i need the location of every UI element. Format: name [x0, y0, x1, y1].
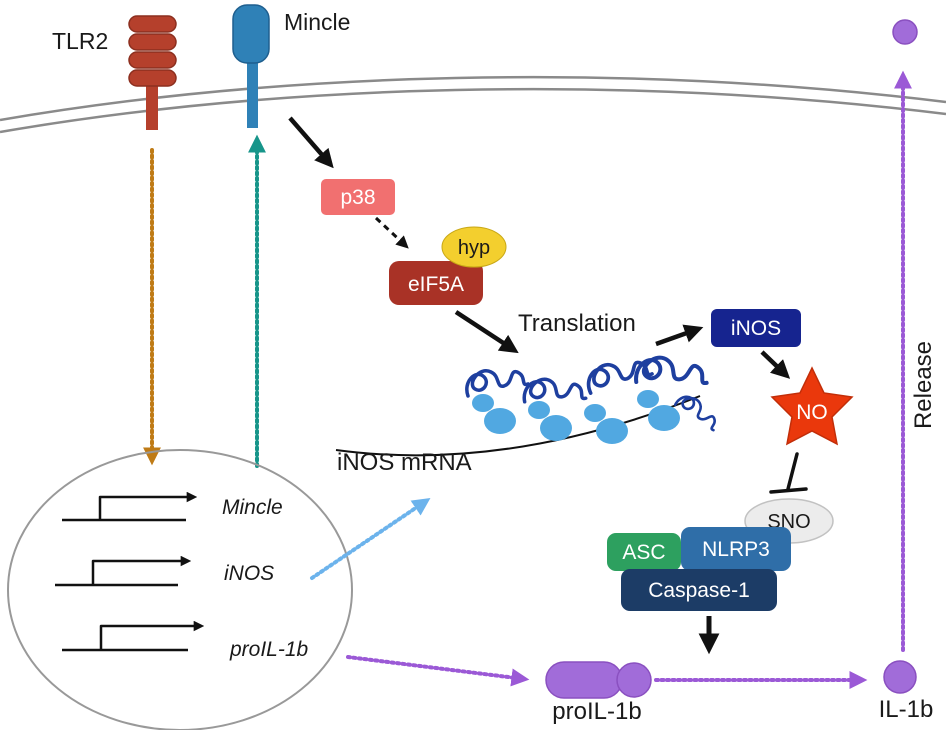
tlr2-domain: [128, 51, 177, 69]
mincle-to-p38-arrow: [288, 116, 334, 169]
tlr2-stem: [146, 82, 158, 130]
ribosome-large-subunit: [648, 405, 680, 431]
no-star: [770, 366, 854, 446]
gene-inos-label: iNOS: [224, 562, 274, 585]
ribosome-large-subunit: [596, 418, 628, 444]
eif5a-label: eIF5A: [408, 273, 464, 296]
gene-inos-arrow: [91, 555, 192, 585]
caspase1-label: Caspase-1: [648, 579, 750, 602]
p38-to-eif5a-arrow: [374, 216, 409, 249]
gene-proil1b: proIL-1b: [62, 620, 309, 661]
ribosome-large-subunit: [540, 415, 572, 441]
ribosome-large-subunit: [484, 408, 516, 434]
caspase1-box: [621, 569, 777, 611]
inos-mrna-export-arrow: [310, 497, 431, 580]
eif5a-box: [389, 261, 483, 305]
translation-label: Translation: [518, 310, 636, 337]
release-label: Release: [910, 341, 937, 429]
proil1b-label: proIL-1b: [552, 698, 641, 725]
membrane-inner-line: [0, 87, 946, 134]
il1b-label: IL-1b: [879, 696, 934, 723]
mincle-stem: [247, 58, 258, 128]
proil1b-protein: [545, 661, 652, 699]
proil1b-cytokine-domain: [616, 662, 652, 698]
tlr2-domain: [128, 69, 177, 87]
inos-label: iNOS: [731, 317, 781, 340]
proil1b-translation-arrow: [346, 655, 530, 687]
translation-to-inos-arrow: [655, 324, 704, 347]
hyp-badge: [441, 226, 507, 268]
gene-inos: iNOS: [55, 555, 274, 587]
asc-box: [607, 533, 681, 571]
ribosome-small-subunit: [528, 401, 550, 419]
mincle-label: Mincle: [284, 9, 350, 35]
gene-proil1b-arrow: [99, 620, 205, 650]
ribosome-small-subunit: [472, 394, 494, 412]
hyp-label: hyp: [458, 237, 490, 259]
eif5a-to-mrna-arrow: [454, 310, 519, 354]
no-label: NO: [796, 401, 828, 424]
tlr2-label: TLR2: [52, 28, 108, 54]
inos-to-no-arrow: [760, 350, 791, 379]
nlrp3-label: NLRP3: [702, 538, 770, 561]
mincle-receptor: [232, 4, 270, 128]
tlr2-receptor: [128, 15, 177, 130]
nucleus-ellipse: [7, 449, 353, 730]
secreted-il1b-circle: [892, 19, 918, 45]
asc-label: ASC: [622, 541, 665, 564]
proil1b-pro-domain: [545, 661, 623, 699]
ribosomes: [472, 390, 680, 444]
mrna-coil: [635, 353, 710, 396]
il1b-protein: [883, 660, 917, 694]
gene-mincle-arrow: [98, 491, 198, 520]
mrna-strand-line: [335, 395, 701, 457]
gene-mincle: Mincle: [62, 491, 283, 522]
gene-mincle-label: Mincle: [222, 496, 283, 519]
gene-proil1b-label: proIL-1b: [229, 638, 309, 661]
p38-label: p38: [340, 186, 375, 209]
ribosome-small-subunit: [584, 404, 606, 422]
inos-box: [711, 309, 801, 347]
tlr2-domain: [128, 33, 177, 51]
mrna-coil: [465, 369, 530, 398]
nlrp3-box: [681, 527, 791, 571]
membrane-outer-line: [0, 75, 946, 122]
ribosome-small-subunit: [637, 390, 659, 408]
tlr2-domain: [128, 15, 177, 33]
p38-box: [321, 179, 395, 215]
inos-mrna-label: iNOS mRNA: [337, 449, 472, 476]
no-inhibition-tbar: [769, 452, 808, 494]
mincle-ectodomain: [232, 4, 270, 64]
